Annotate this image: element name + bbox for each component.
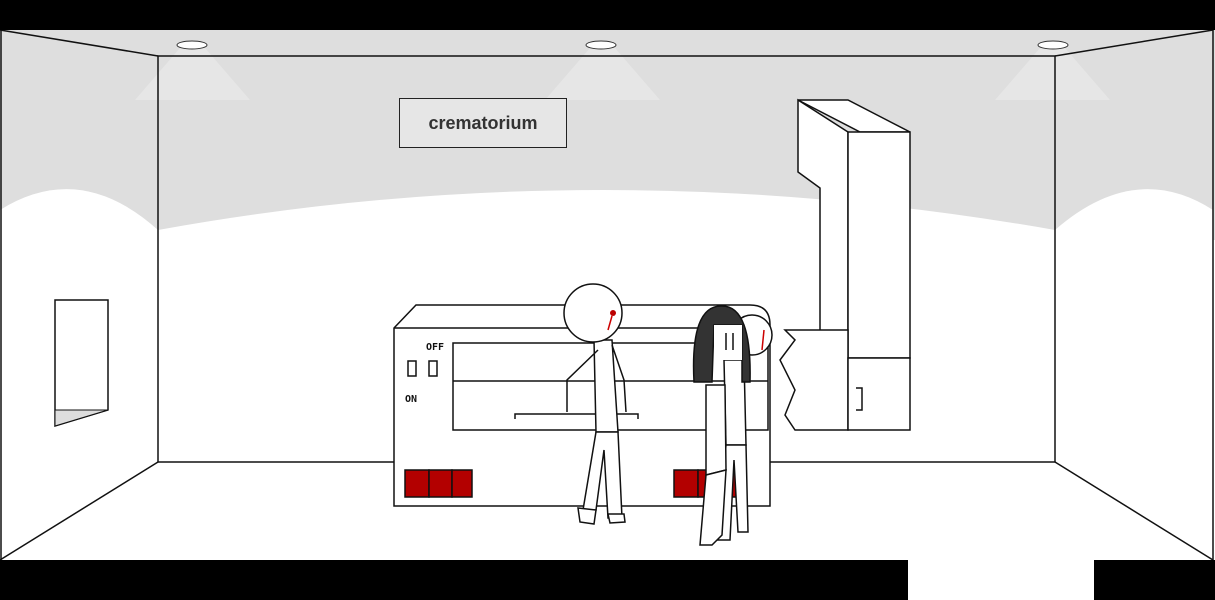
stick-figure-man[interactable] [563,283,627,525]
furnace-flue [779,98,911,431]
right-wall [1055,189,1213,560]
ceiling-light [176,40,208,50]
switch-off[interactable] [407,360,417,377]
light-beam [135,48,250,100]
ceiling-light [585,40,617,50]
light-beam [545,48,660,100]
ceiling-light [1037,40,1069,50]
light-beam [995,48,1110,100]
top-letterbox-bar [0,0,1215,30]
red-buttons-left[interactable] [404,469,473,498]
off-label: OFF [426,342,445,353]
bottom-bar-right [1094,560,1215,600]
crematorium-sign: crematorium [399,98,567,148]
wall-panel[interactable] [54,299,109,428]
long-haired-girl[interactable] [692,305,751,546]
bottom-bar-left [0,560,908,600]
switch-on[interactable] [428,360,438,377]
on-label: ON [405,394,418,405]
